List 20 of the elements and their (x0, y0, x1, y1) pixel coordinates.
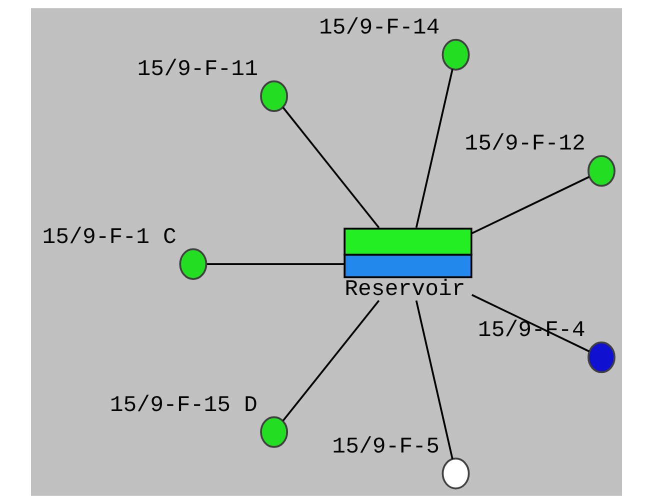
node-label: 15/9-F-11 (136, 56, 258, 82)
node-ellipse (441, 38, 470, 71)
connector (282, 106, 380, 228)
node-ellipse (178, 248, 207, 280)
connector (414, 68, 453, 228)
node-ellipse (441, 458, 470, 490)
node-ellipse (587, 155, 615, 187)
node-ellipse (260, 80, 288, 112)
node-label: 15/9-F-14 (318, 14, 440, 40)
node-label: 15/9-F-1 C (42, 224, 176, 250)
node-label: Reservoir (344, 276, 465, 302)
node-label: 15/9-F-15 D (109, 392, 257, 418)
connector (414, 300, 453, 460)
connector (206, 263, 344, 266)
node-ellipse (587, 341, 615, 374)
node-ellipse (260, 416, 288, 448)
connector (282, 300, 380, 422)
node-label: 15/9-F-5 (332, 433, 440, 460)
connector (470, 176, 590, 234)
node-label: 15/9-F-12 (464, 130, 585, 157)
